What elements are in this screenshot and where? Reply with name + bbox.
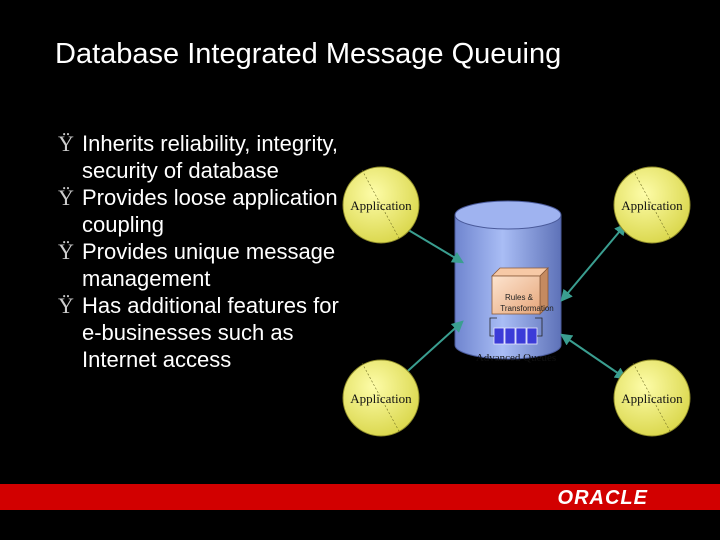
queue-blocks <box>489 317 543 345</box>
application-node-top-right <box>613 166 691 244</box>
bullet-item: Ÿ Inherits reliability, integrity, securi… <box>58 130 348 184</box>
arrow-top-left <box>397 223 465 264</box>
application-label: Application <box>621 198 683 213</box>
bullet-marker: Ÿ <box>58 239 74 264</box>
bullet-text: Inherits reliability, integrity, securit… <box>82 131 338 183</box>
arrow-bottom-right <box>560 333 627 380</box>
bullet-text: Provides loose application coupling <box>82 185 338 237</box>
bullet-marker: Ÿ <box>58 185 74 210</box>
application-node-bottom-left <box>342 359 420 437</box>
application-node-top-left <box>342 166 420 244</box>
advanced-queues-label: Advanced Queues <box>476 352 556 364</box>
rules-transformation-box <box>491 267 549 315</box>
bullet-item: Ÿ Provides loose application coupling <box>58 184 348 238</box>
bullet-item: Ÿ Has additional features for e-businesse… <box>58 292 348 373</box>
application-label: Application <box>621 391 683 406</box>
bullet-marker: Ÿ <box>58 131 74 156</box>
application-label: Application <box>350 391 412 406</box>
application-node-bottom-right <box>613 359 691 437</box>
footer-bar <box>0 484 720 510</box>
bullet-marker: Ÿ <box>58 293 74 318</box>
slide-title: Database Integrated Message Queuing <box>55 38 562 70</box>
oracle-logo: ORACLE <box>557 487 648 509</box>
bullet-text: Has additional features for e-businesses… <box>82 293 339 372</box>
bullet-list: Ÿ Inherits reliability, integrity, securi… <box>58 130 348 373</box>
arrow-top-right <box>560 223 627 302</box>
application-label: Application <box>350 198 412 213</box>
arrow-bottom-left <box>398 320 464 380</box>
rules-label-line2: Transformation <box>500 304 554 313</box>
message-queue-diagram: Rules & Transformation Advanced Queues A… <box>342 166 691 437</box>
rules-label-line1: Rules & <box>505 293 534 302</box>
bullet-text: Provides unique message management <box>82 239 336 291</box>
bullet-item: Ÿ Provides unique message management <box>58 238 348 292</box>
